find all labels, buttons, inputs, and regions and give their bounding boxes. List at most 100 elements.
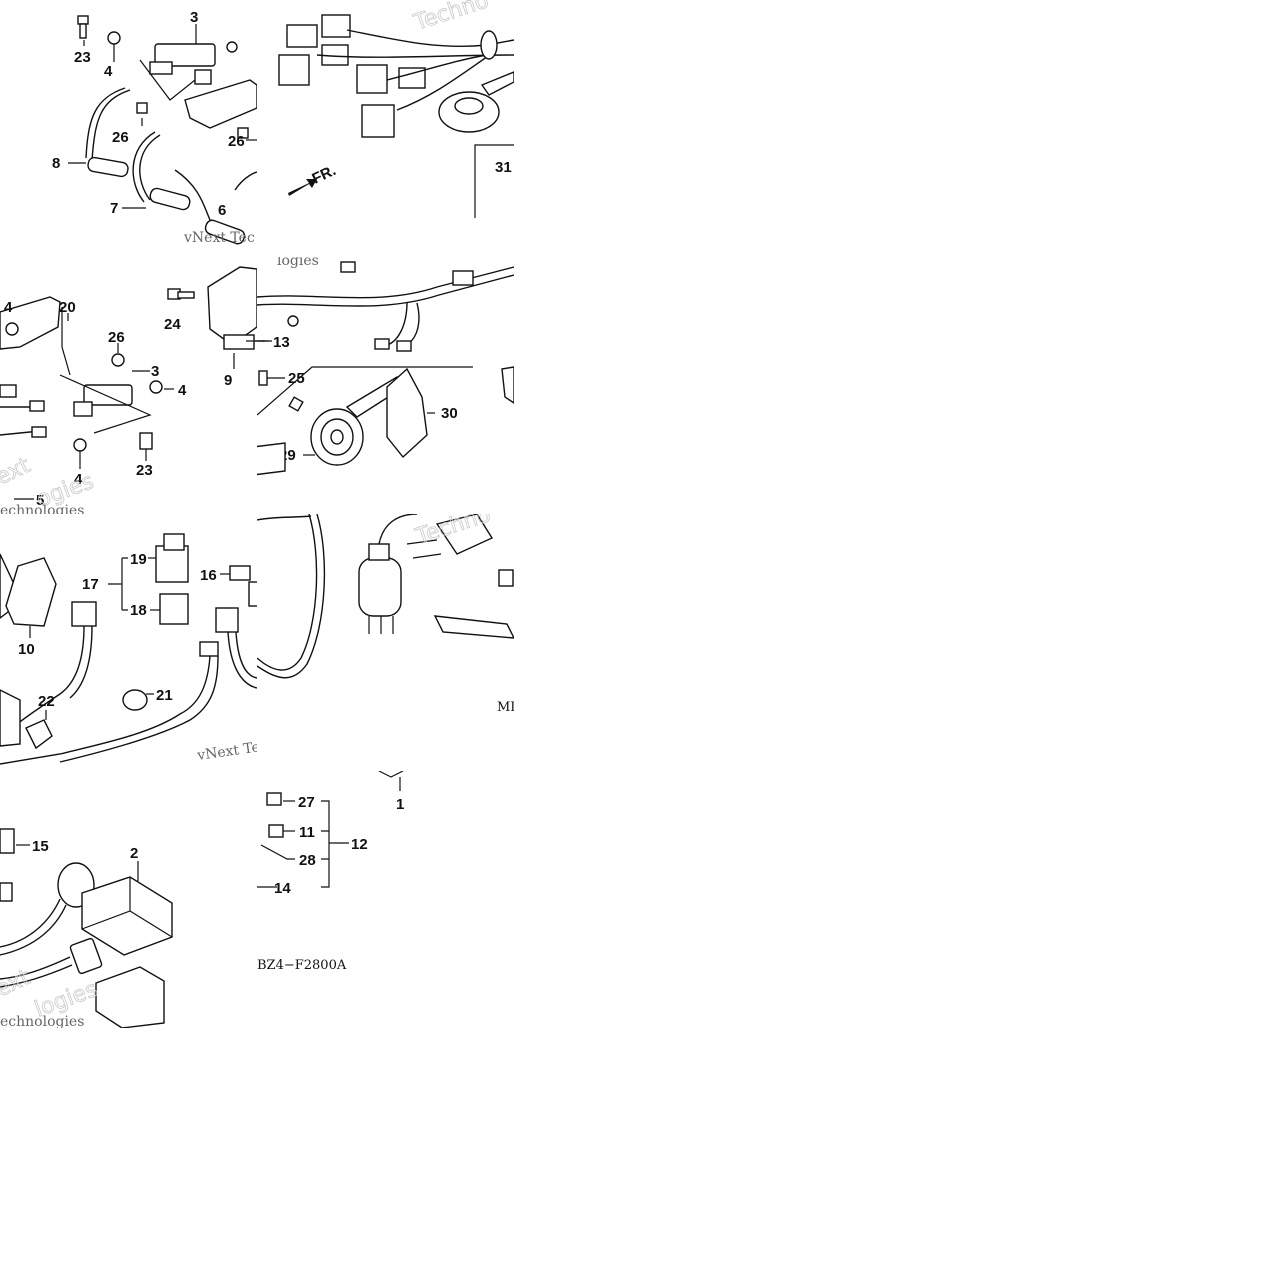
callout-3[interactable]: 3: [190, 9, 198, 26]
watermark-text: logies: [277, 257, 319, 269]
bolt-26a-part: [136, 102, 148, 114]
ecu-unit-part: [81, 876, 173, 956]
callout-12[interactable]: 12: [351, 836, 368, 853]
callout-23[interactable]: 23: [74, 49, 91, 66]
callout-14[interactable]: 14: [274, 880, 291, 897]
callout-20[interactable]: 20: [59, 299, 76, 316]
callout-21[interactable]: 21: [156, 687, 173, 704]
callout-4[interactable]: 4: [4, 299, 13, 316]
connector-block-part: [278, 14, 426, 138]
fuse-16-part: [229, 565, 251, 581]
callout-22[interactable]: 22: [38, 693, 55, 710]
callout-19[interactable]: 19: [130, 551, 147, 568]
callout-5[interactable]: 5: [36, 492, 44, 509]
tile-horn: logies: [257, 257, 514, 514]
fuses-drawing: 27 11 28 12 14 1 BZ4−F2800A: [257, 771, 404, 973]
harness-connectors-drawing: Techno: [278, 0, 514, 218]
inset-frame: [474, 144, 514, 218]
ecu-drawing: 15 2 ext echnologies logies: [0, 828, 173, 1028]
callout-31[interactable]: 31: [495, 159, 512, 176]
boundary-callouts: 13 9: [224, 334, 290, 389]
wire-harness: [257, 514, 326, 679]
tile-relays: 19 17 18 16 10 21 22 vNext Tec ologies: [0, 514, 257, 771]
washer-4-part: [107, 31, 121, 45]
callout-8[interactable]: 8: [52, 155, 60, 172]
tile-switch-harness: Techno MI: [257, 514, 514, 771]
front-direction-label: FR.: [310, 162, 339, 188]
plug-cable-7: [139, 134, 161, 201]
bolt-part: [226, 41, 238, 53]
connector-part: [215, 607, 239, 633]
tile-fuses: 27 11 28 12 14 1 BZ4−F2800A: [257, 771, 514, 1028]
callout-15[interactable]: 15: [32, 838, 49, 855]
callout-30[interactable]: 30: [441, 405, 458, 422]
tile-harness-connectors: Techno: [257, 0, 514, 257]
relays-drawing: 19 17 18 16 10 21 22 vNext Tec ologies: [0, 533, 257, 765]
callout-27[interactable]: 27: [298, 794, 315, 811]
callout-17[interactable]: 17: [82, 576, 99, 593]
callout-24[interactable]: 24: [164, 316, 181, 333]
callout-7[interactable]: 7: [110, 200, 118, 217]
plug-cap-6-part: [204, 219, 246, 245]
bolt-26b-part: [237, 127, 249, 139]
callout-26[interactable]: 26: [112, 129, 129, 146]
watermark-text: vNext Tec: [195, 738, 257, 764]
tile-ecu: 15 2 ext echnologies logies: [0, 771, 257, 1028]
fuse-11-part: [268, 824, 284, 838]
callout-6[interactable]: 6: [218, 202, 226, 219]
callout-9[interactable]: 9: [224, 372, 232, 389]
washer-4b-part: [149, 380, 163, 394]
callout-4[interactable]: 4: [74, 471, 83, 488]
coil-bracket-part: [184, 79, 257, 129]
watermark-text: Techno: [410, 0, 492, 36]
callout-3[interactable]: 3: [151, 363, 159, 380]
relay-15-part: [0, 828, 15, 854]
ignition-coil-part: [139, 43, 216, 101]
ignition-coil-part: [59, 374, 152, 434]
ecu-cover-part: [95, 966, 165, 1028]
watermark-text: echnologies: [0, 1014, 84, 1028]
clamp-22-part: [25, 719, 53, 750]
callout-18[interactable]: 18: [130, 602, 147, 619]
plug-cap-8-part: [87, 156, 129, 178]
connector-part: [452, 270, 474, 286]
callout-23[interactable]: 23: [136, 462, 153, 479]
callout-2[interactable]: 2: [130, 845, 138, 862]
front-direction-arrow: FR.: [288, 162, 339, 196]
bolt-26-part: [111, 353, 125, 367]
switch-part: [358, 543, 402, 634]
connector-part: [71, 601, 97, 627]
callout-4[interactable]: 4: [178, 382, 187, 399]
tile-ignition-coils: 3 23 4 26 26 8 7 6 vNext Tec: [0, 0, 257, 257]
tile-coil-mounting: 4 20 26 3 4 23 4 5 24 ext ogies echnolog…: [0, 257, 257, 514]
regulator-rectifier-part: [207, 266, 257, 350]
callout-16[interactable]: 16: [200, 567, 217, 584]
plug-cable-8: [91, 89, 131, 161]
callout-13[interactable]: 13: [273, 334, 290, 351]
horn-cover-part: [386, 367, 428, 459]
callout-10[interactable]: 10: [18, 641, 35, 658]
fuse-27-part: [266, 792, 282, 806]
gasket-part: [433, 615, 514, 639]
main-harness: [257, 266, 514, 299]
plug-cap-7-part: [149, 187, 191, 211]
watermark-text: echnologies: [0, 503, 84, 514]
switch-harness-drawing: Techno MI: [257, 514, 514, 715]
horn-drawing: logies: [257, 257, 514, 476]
watermark-text: vNext Tec: [183, 230, 255, 246]
callout-25[interactable]: 25: [288, 370, 305, 387]
relay-19-part: [155, 533, 189, 583]
clamp-21-part: [122, 689, 148, 711]
callout-28[interactable]: 28: [299, 852, 316, 869]
callout-4[interactable]: 4: [104, 63, 113, 80]
horn-part: [438, 71, 514, 133]
panel-10-part: [5, 557, 57, 627]
callout-26[interactable]: 26: [108, 329, 125, 346]
callout-26[interactable]: 26: [228, 133, 245, 150]
grommet-part: [480, 30, 498, 60]
bolt-23-part: [77, 15, 89, 39]
bracket-20-part: [0, 296, 61, 350]
callout-1[interactable]: 1: [396, 796, 404, 813]
callout-11[interactable]: 11: [299, 824, 315, 841]
